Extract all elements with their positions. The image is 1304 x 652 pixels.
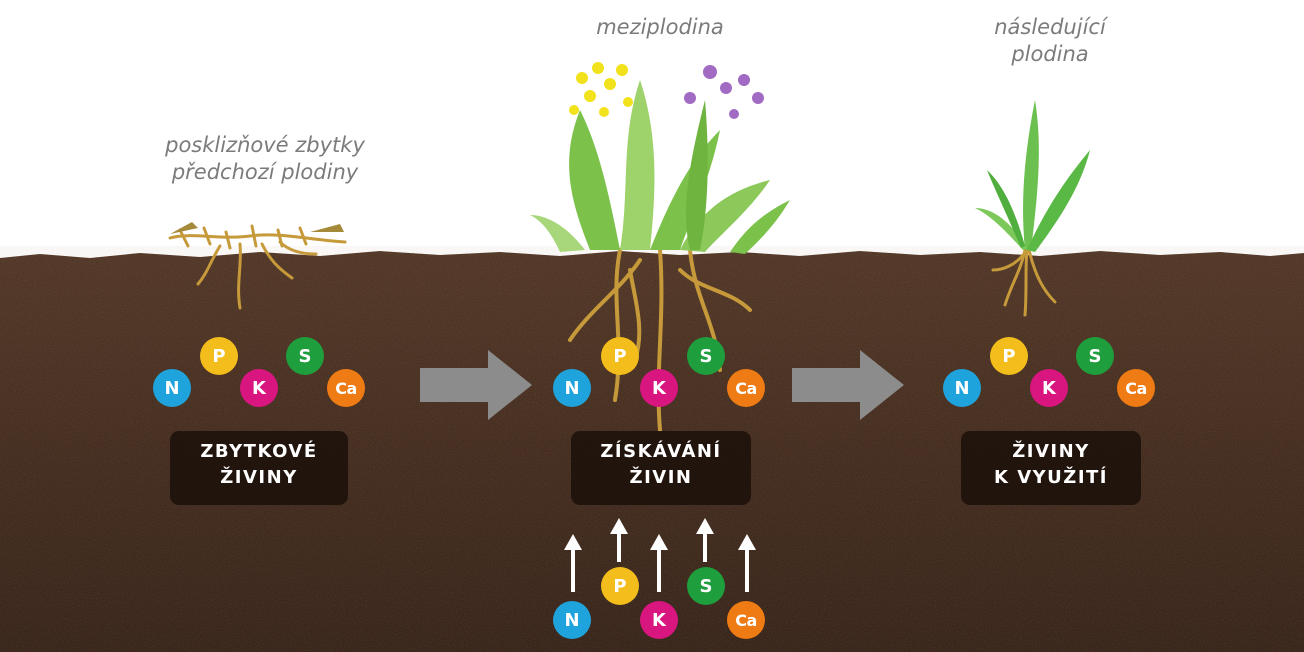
nutrient-s-badge: S	[687, 567, 725, 605]
nutrient-k-badge: K	[640, 601, 678, 639]
caption-crop-residues: posklizňové zbytky předchozí plodiny	[120, 132, 410, 186]
nutrient-p-badge: P	[601, 567, 639, 605]
nutrient-s-badge: S	[1076, 337, 1114, 375]
nutrient-n-badge: N	[553, 601, 591, 639]
uptake-arrows	[555, 508, 765, 598]
stage-label-line: ŽIVINY	[180, 465, 338, 491]
caption-line: předchozí plodiny	[120, 159, 410, 186]
caption-line: posklizňové zbytky	[120, 132, 410, 159]
nutrient-n-badge: N	[553, 369, 591, 407]
crop-residue-illustration	[160, 210, 360, 330]
nutrient-p-badge: P	[200, 337, 238, 375]
stage-label-line: ZBYTKOVÉ	[180, 439, 338, 465]
nutrient-k-badge: K	[240, 369, 278, 407]
stage-label-available-nutrients: ŽIVINY K VYUŽITÍ	[961, 431, 1141, 505]
stage-label-line: ŽIVINY	[971, 439, 1131, 465]
nutrient-k-badge: K	[1030, 369, 1068, 407]
caption-cover-crop: meziplodina	[560, 14, 760, 41]
nutrient-s-badge: S	[286, 337, 324, 375]
stage-label-line: K VYUŽITÍ	[971, 465, 1131, 491]
next-crop-illustration	[965, 90, 1095, 320]
stage-label-residual-nutrients: ZBYTKOVÉ ŽIVINY	[170, 431, 348, 505]
flow-arrow-2	[792, 350, 907, 420]
nutrient-ca-badge: Ca	[727, 601, 765, 639]
nutrient-ca-badge: Ca	[727, 369, 765, 407]
nutrient-n-badge: N	[943, 369, 981, 407]
nutrient-p-badge: P	[990, 337, 1028, 375]
nutrient-ca-badge: Ca	[327, 369, 365, 407]
stage-label-line: ŽIVIN	[581, 465, 741, 491]
nutrient-k-badge: K	[640, 369, 678, 407]
nutrient-n-badge: N	[153, 369, 191, 407]
nutrient-ca-badge: Ca	[1117, 369, 1155, 407]
caption-line: meziplodina	[560, 14, 760, 41]
caption-next-crop: následující plodina	[960, 14, 1140, 68]
flow-arrow-1	[420, 350, 535, 420]
nutrient-s-badge: S	[687, 337, 725, 375]
stage-label-line: ZÍSKÁVÁNÍ	[581, 439, 741, 465]
nutrient-p-badge: P	[601, 337, 639, 375]
caption-line: následující	[960, 14, 1140, 41]
stage-label-nutrient-uptake: ZÍSKÁVÁNÍ ŽIVIN	[571, 431, 751, 505]
caption-line: plodina	[960, 41, 1140, 68]
